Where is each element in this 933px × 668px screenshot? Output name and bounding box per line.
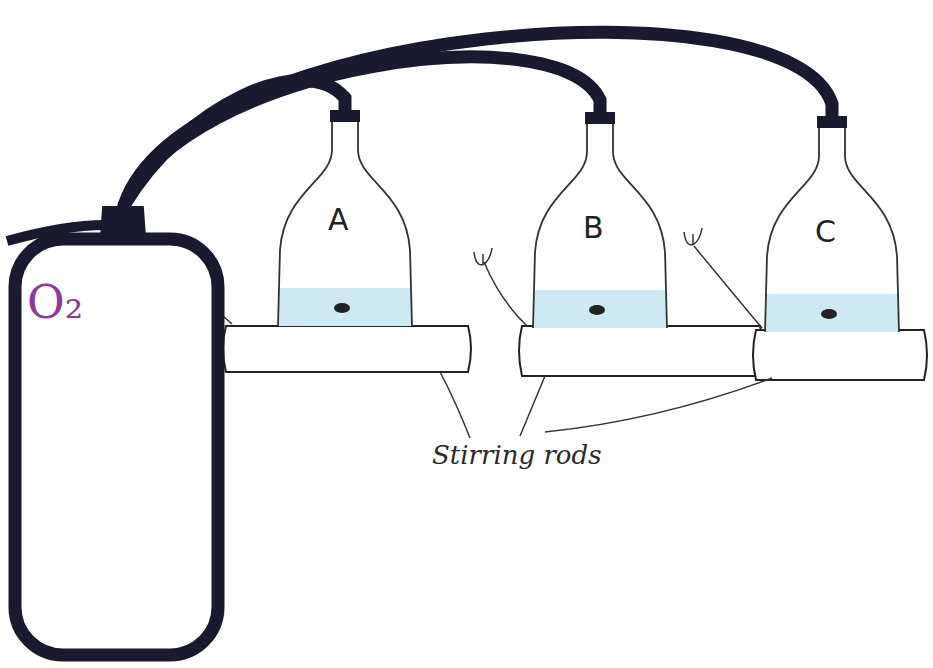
stir-bar — [821, 309, 837, 319]
plug-symbol — [684, 228, 702, 245]
oxygen-tank: O₂ — [5, 205, 230, 663]
flask-glass — [765, 118, 899, 332]
flask: C — [757, 116, 907, 334]
part-label: Stirring rods — [432, 440, 601, 470]
stopper — [817, 116, 847, 128]
tank-hose-stub — [7, 225, 105, 241]
stir-bar — [589, 305, 605, 315]
liquid — [765, 294, 899, 332]
flask: A — [270, 110, 420, 328]
flask: B — [525, 112, 675, 330]
stir-plate — [519, 326, 763, 376]
stir-plate — [753, 330, 927, 380]
flask-glass — [533, 114, 667, 328]
flask-label: B — [583, 210, 604, 245]
stopper — [585, 112, 615, 124]
gas-label: O₂ — [27, 275, 83, 329]
leader-line — [440, 372, 470, 438]
tank-body — [15, 239, 218, 655]
gas-tube — [124, 57, 600, 205]
liquid — [278, 288, 412, 326]
flask-glass — [278, 112, 412, 326]
flask-label: A — [328, 202, 349, 237]
leader-line — [545, 378, 772, 432]
gas-tube — [124, 80, 345, 205]
gas-tube — [124, 32, 832, 205]
stir-plate — [223, 326, 471, 372]
leader-line — [520, 376, 545, 436]
tank-outline — [5, 205, 230, 663]
power-cord — [484, 262, 527, 326]
stir-bar — [334, 303, 350, 313]
flask-label: C — [815, 214, 836, 249]
plug-symbol — [474, 248, 492, 265]
liquid — [533, 290, 667, 328]
stopper — [330, 110, 360, 122]
power-cord — [694, 246, 762, 328]
